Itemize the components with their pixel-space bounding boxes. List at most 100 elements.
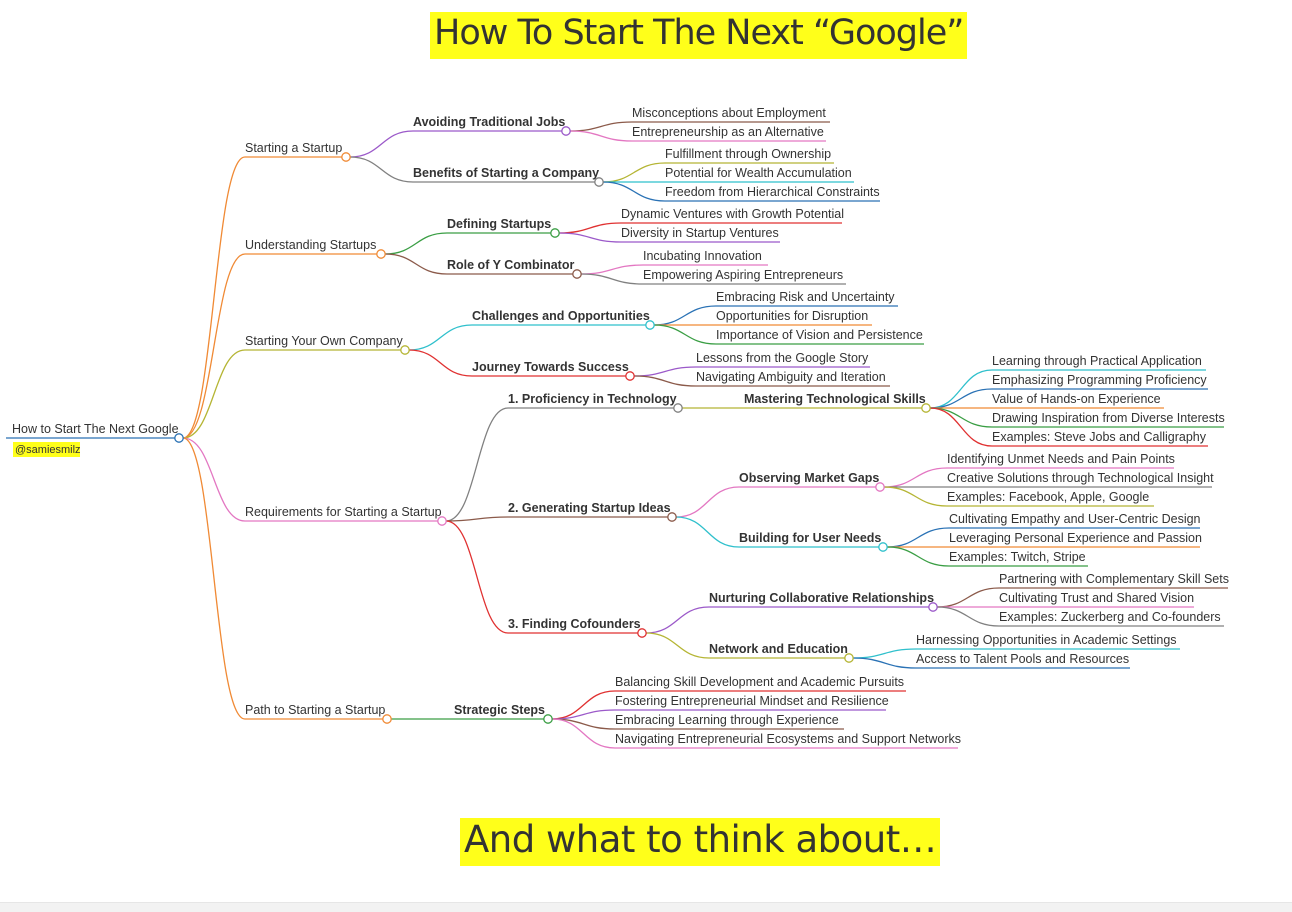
connector-curve — [886, 546, 950, 567]
node-label-branch-3: Starting Your Own Company — [245, 334, 403, 348]
node-label-b1-1-2: Entrepreneurship as an Alternative — [632, 125, 824, 139]
node-circle-b1-1[interactable] — [561, 126, 571, 136]
node-circle-branch-5[interactable] — [382, 714, 392, 724]
connectors — [6, 121, 1228, 749]
node-label-b4-3-2: Network and Education — [709, 642, 848, 656]
connector-curve — [633, 366, 697, 377]
connector-curve — [445, 520, 509, 634]
node-label-b5-1-2: Fostering Entrepreneurial Mindset and Re… — [615, 694, 889, 708]
connector-curve — [182, 156, 246, 439]
node-circle-b4-1[interactable] — [673, 403, 683, 413]
node-label-b4-2-1-3: Examples: Facebook, Apple, Google — [947, 490, 1149, 504]
node-label-b5-1-1: Balancing Skill Development and Academic… — [615, 675, 904, 689]
node-label-branch-2: Understanding Startups — [245, 238, 376, 252]
node-circle-b4-3[interactable] — [637, 628, 647, 638]
node-label-b4-2-2-3: Examples: Twitch, Stripe — [949, 550, 1086, 564]
connector-curve — [569, 130, 633, 142]
bottom-scroll-strip — [0, 902, 1292, 912]
connector-curve — [929, 388, 993, 409]
connector-curve — [653, 305, 717, 326]
connector-curve — [445, 516, 509, 522]
node-label-b3-2-2: Navigating Ambiguity and Iteration — [696, 370, 886, 384]
node-label-b1-1: Avoiding Traditional Jobs — [413, 115, 565, 129]
node-label-b4-1-1-3: Value of Hands-on Experience — [992, 392, 1161, 406]
node-circles — [174, 126, 938, 724]
node-circle-branch-1[interactable] — [341, 152, 351, 162]
connector-curve — [408, 349, 473, 377]
connector-curve — [602, 162, 666, 183]
node-label-b4-3-2-1: Harnessing Opportunities in Academic Set… — [916, 633, 1177, 647]
connector-curve — [384, 253, 448, 275]
node-circle-b2-2[interactable] — [572, 269, 582, 279]
node-label-b4-2-1-2: Creative Solutions through Technological… — [947, 471, 1214, 485]
node-circle-b3-2[interactable] — [625, 371, 635, 381]
node-circle-b4-3-2[interactable] — [844, 653, 854, 663]
node-label-b3-2: Journey Towards Success — [472, 360, 629, 374]
footer-title: And what to think about… — [460, 818, 941, 866]
root-node-label: How to Start The Next Google — [12, 422, 179, 436]
node-circle-b4-2-2[interactable] — [878, 542, 888, 552]
node-label-b2-2-2: Empowering Aspiring Entrepreneurs — [643, 268, 843, 282]
node-label-b2-1: Defining Startups — [447, 217, 551, 231]
node-label-b3-1: Challenges and Opportunities — [472, 309, 650, 323]
labels: How to Start The Next Google @samiesmilz S… — [12, 106, 1229, 746]
connector-curve — [929, 369, 993, 409]
node-label-b1-2-1: Fulfillment through Ownership — [665, 147, 831, 161]
node-circle-b5-1[interactable] — [543, 714, 553, 724]
node-label-b4-2-2-1: Cultivating Empathy and User-Centric Des… — [949, 512, 1201, 526]
connector-curve — [852, 657, 917, 669]
node-label-b4-2-2: Building for User Needs — [739, 531, 881, 545]
node-circle-b4-2-1[interactable] — [875, 482, 885, 492]
node-circle-b4-3-1[interactable] — [928, 602, 938, 612]
node-circle-b3-1[interactable] — [645, 320, 655, 330]
connector-curve — [580, 264, 644, 275]
node-label-b5-1-3: Embracing Learning through Experience — [615, 713, 839, 727]
connector-curve — [929, 407, 993, 428]
node-circle-b2-1[interactable] — [550, 228, 560, 238]
connector-curve — [936, 606, 1000, 627]
node-label-b3-1-1: Embracing Risk and Uncertainty — [716, 290, 895, 304]
author-handle: @samiesmilz — [15, 444, 81, 456]
connector-curve — [645, 632, 710, 659]
connector-curve — [602, 181, 666, 202]
node-label-b4-3: 3. Finding Cofounders — [508, 617, 641, 631]
handle-highlight — [13, 442, 80, 457]
connector-curve — [675, 516, 740, 548]
node-label-b1-2-3: Freedom from Hierarchical Constraints — [665, 185, 880, 199]
node-label-b4-1-1-1: Learning through Practical Application — [992, 354, 1202, 368]
connector-curve — [445, 407, 509, 522]
node-label-b4-2-2-2: Leveraging Personal Experience and Passi… — [949, 531, 1202, 545]
node-circle-branch-4[interactable] — [437, 516, 447, 526]
node-circle-b4-2[interactable] — [667, 512, 677, 522]
connector-curve — [653, 324, 717, 345]
node-label-b2-1-1: Dynamic Ventures with Growth Potential — [621, 207, 844, 221]
node-label-b3-2-1: Lessons from the Google Story — [696, 351, 869, 365]
connector-curve — [182, 253, 246, 439]
node-label-b4-3-1: Nurturing Collaborative Relationships — [709, 591, 934, 605]
node-label-b3-1-2: Opportunities for Disruption — [716, 309, 868, 323]
node-circle-branch-2[interactable] — [376, 249, 386, 259]
node-label-branch-1: Starting a Startup — [245, 141, 342, 155]
connector-curve — [886, 527, 950, 548]
node-circle-branch-3[interactable] — [400, 345, 410, 355]
connector-curve — [569, 121, 633, 132]
node-circle-b1-2[interactable] — [594, 177, 604, 187]
connector-curve — [929, 407, 993, 447]
node-label-b1-2: Benefits of Starting a Company — [413, 166, 599, 180]
node-label-b2-1-2: Diversity in Startup Ventures — [621, 226, 779, 240]
connector-curve — [580, 273, 644, 285]
node-label-b4-1: 1. Proficiency in Technology — [508, 392, 677, 406]
connector-curve — [408, 324, 473, 351]
node-label-b4-2-1-1: Identifying Unmet Needs and Pain Points — [947, 452, 1175, 466]
connector-curve — [936, 587, 1000, 608]
node-circle-b4-1-1[interactable] — [921, 403, 931, 413]
node-label-b2-2: Role of Y Combinator — [447, 258, 574, 272]
connector-curve — [633, 375, 697, 387]
connector-curve — [558, 222, 622, 234]
node-label-b4-3-1-1: Partnering with Complementary Skill Sets — [999, 572, 1229, 586]
node-label-branch-5: Path to Starting a Startup — [245, 703, 385, 717]
root-node-circle[interactable] — [174, 433, 184, 443]
node-label-b2-2-1: Incubating Innovation — [643, 249, 762, 263]
node-label-b4-3-1-3: Examples: Zuckerberg and Co-founders — [999, 610, 1221, 624]
